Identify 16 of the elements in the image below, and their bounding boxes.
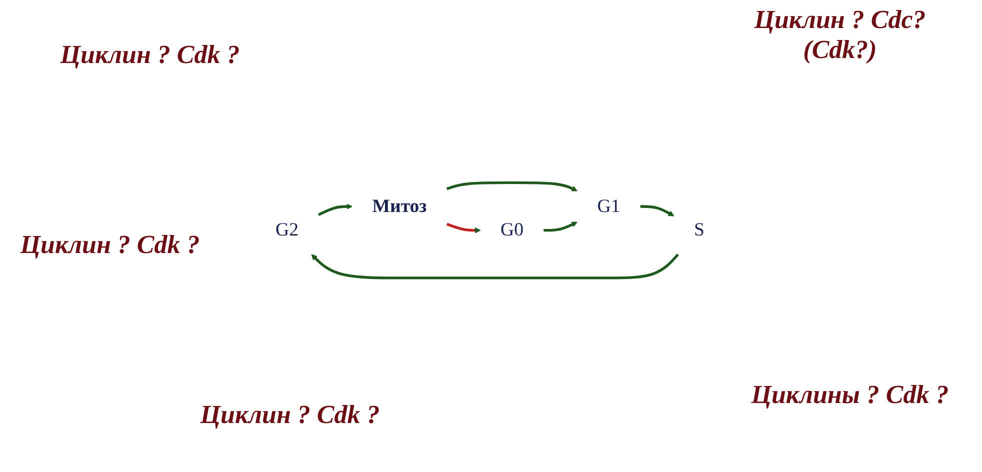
arrow [446,222,481,234]
node-text: G1 [597,196,620,216]
annotation-text: Циклин ? Cdk ? [199,400,381,430]
arrow [446,181,578,192]
node-text: S [694,219,704,240]
annotation-text: Циклины ? Cdk ? [750,380,950,410]
annotation-text: Циклин ? Cdk ? [59,40,241,70]
arrow [318,203,352,216]
arrow [311,253,679,280]
arrow [544,222,578,232]
node-text: G0 [500,219,524,240]
node-text: Митоз [372,196,427,216]
arrow [640,205,674,216]
annotation-text: Циклин ? Cdc?(Cdk?) [753,5,927,65]
annotation-text: Циклин ? Cdk ? [19,230,201,260]
node-text: G2 [276,219,298,240]
